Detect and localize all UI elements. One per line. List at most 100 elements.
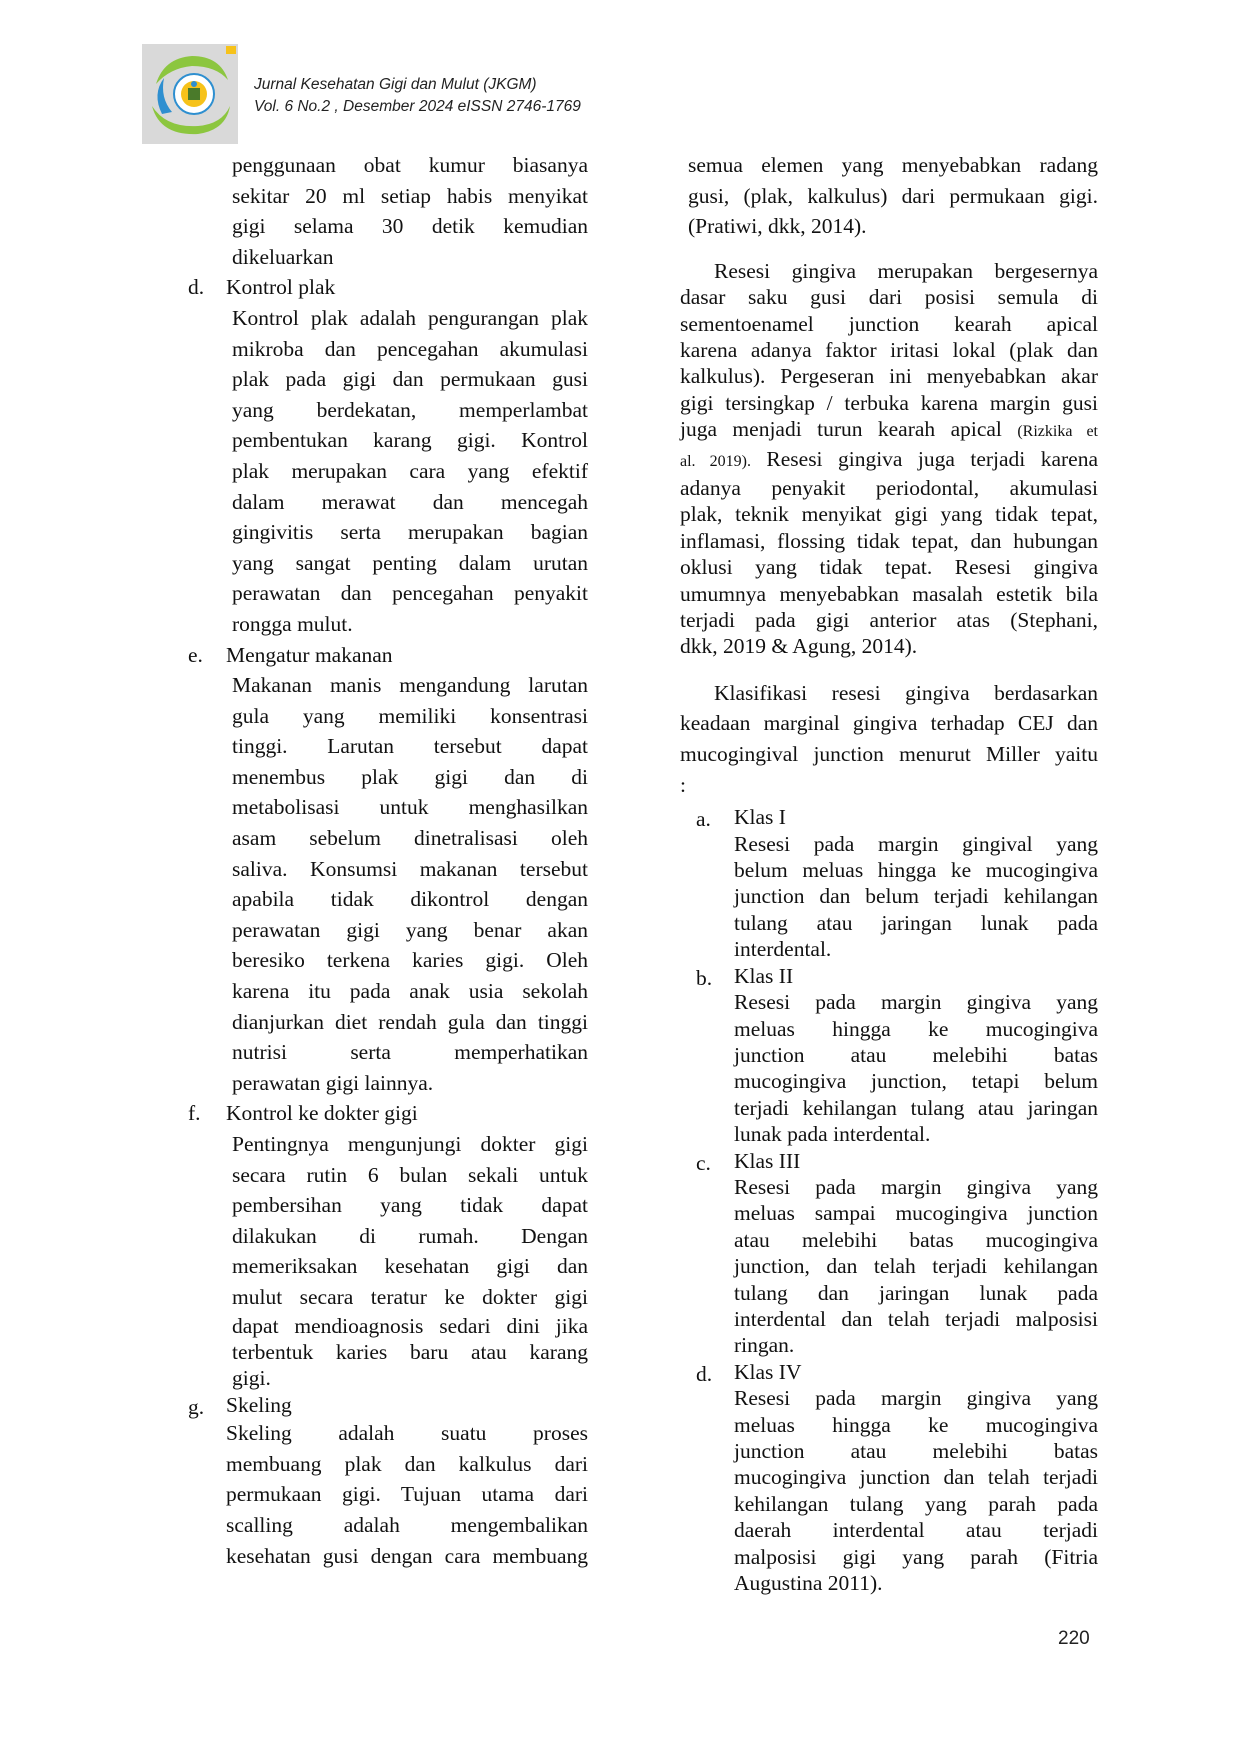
continued-text: penggunaan obat kumur biasanya sekitar 2… — [232, 150, 588, 272]
text-line: gingivitis serta merupakan bagian — [232, 520, 588, 545]
text-line: gula yang memiliki konsentrasi — [232, 703, 588, 728]
text-line: junction, dan telah terjadi kehilangan — [734, 1254, 1098, 1279]
list-marker: f. — [188, 1101, 201, 1126]
class-item-c: c. Klas III Resesi pada margin gingiva y… — [680, 1148, 1098, 1359]
text-line: gigi. — [232, 1366, 271, 1391]
text-line: karena adanya faktor iritasi lokal (plak… — [680, 338, 1098, 362]
text-line: Skeling adalah suatu proses — [226, 1421, 588, 1446]
text-line: kesehatan gusi dengan cara membuang — [226, 1543, 588, 1568]
text-line: terjadi kehilangan tulang atau jaringan — [734, 1095, 1098, 1120]
text-line: mucogingival junction menurut Miller yai… — [680, 742, 1098, 767]
text-line: mulut secara teratur ke dokter gigi — [232, 1284, 588, 1309]
class-item-a: a. Klas I Resesi pada margin gingival ya… — [680, 804, 1098, 962]
text-line: al. 2019). Resesi gingiva juga terjadi k… — [680, 446, 1098, 475]
text-line: memeriksakan kesehatan gigi dan — [232, 1254, 588, 1279]
text-line: rongga mulut. — [232, 611, 353, 636]
text-line: Kontrol plak adalah pengurangan plak — [232, 305, 588, 330]
text-line: gusi, (plak, kalkulus) dari permukaan gi… — [688, 183, 1098, 208]
text-line: daerah interdental atau terjadi — [734, 1518, 1098, 1543]
text-line: belum meluas hingga ke mucogingiva — [734, 858, 1098, 883]
text-line: junction atau melebihi batas — [734, 1439, 1098, 1463]
text-line: meluas hingga ke mucogingiva — [734, 1412, 1098, 1437]
text-line: perawatan dan pencegahan penyakit — [232, 581, 588, 606]
class-item-b: b. Klas II Resesi pada margin gingiva ya… — [680, 963, 1098, 1148]
text-line: plak pada gigi dan permukaan gusi — [232, 367, 588, 392]
text-line: oklusi yang tidak tepat. Resesi gingiva — [680, 555, 1098, 580]
text-line: scalling adalah mengembalikan — [226, 1512, 588, 1537]
text-line: sementoenamel junction kearah apical — [680, 311, 1098, 336]
text-line: malposisi gigi yang parah (Fitria — [734, 1544, 1098, 1569]
text-line: dikeluarkan — [232, 244, 334, 269]
list-item-body: Resesi pada margin gingival yang belum m… — [734, 831, 1098, 963]
text-line: Klasifikasi resesi gingiva berdasarkan — [714, 680, 1098, 705]
text-line: membuang plak dan kalkulus dari — [226, 1451, 588, 1476]
text-line: adanya penyakit periodontal, akumulasi — [680, 476, 1098, 501]
class-item-d: d. Klas IV Resesi pada margin gingiva ya… — [680, 1359, 1098, 1597]
text-line: tulang dan jaringan lunak pada — [734, 1280, 1098, 1305]
page-number: 220 — [1058, 1628, 1090, 1649]
text-line: Resesi pada margin gingival yang — [734, 831, 1098, 856]
text-line: permukaan gigi. Tujuan utama dari — [226, 1482, 588, 1507]
text-line: terbentuk karies baru atau karang — [232, 1339, 588, 1364]
list-marker: c. — [696, 1150, 711, 1175]
text-line: dapat mendioagnosis sedari dini jika — [232, 1313, 588, 1338]
text-line: pembentukan karang gigi. Kontrol — [232, 428, 588, 453]
text-line: Augustina 2011). — [734, 1571, 883, 1596]
list-marker: d. — [696, 1361, 713, 1386]
text-line: plak, teknik menyikat gigi yang tidak te… — [680, 502, 1098, 527]
text-line: mucogingiva junction dan telah terjadi — [734, 1465, 1098, 1490]
text-line: karena itu pada anak usia sekolah — [232, 979, 588, 1004]
paragraph-klasifikasi: Klasifikasi resesi gingiva berdasarkan k… — [680, 678, 1098, 800]
text-line: terjadi pada gigi anterior atas (Stephan… — [680, 608, 1098, 633]
citation: al. 2019). — [680, 452, 751, 470]
text-line: mikroba dan pencegahan akumulasi — [232, 336, 588, 361]
text-line: interdental dan telah terjadi malposisi — [734, 1306, 1098, 1331]
text-line: yang berdekatan, memperlambat — [232, 397, 588, 422]
text-line: Resesi pada margin gingiva yang — [734, 1386, 1098, 1411]
text-line: sekitar 20 ml setiap habis menyikat — [232, 183, 588, 208]
list-item-body: Pentingnya mengunjungi dokter gigi secar… — [232, 1129, 588, 1392]
list-marker: e. — [188, 642, 203, 667]
journal-volume: Vol. 6 No.2 , Desember 2024 eISSN 2746-1… — [254, 98, 581, 115]
list-item-body: Skeling adalah suatu proses membuang pla… — [226, 1418, 588, 1571]
continued-text: semua elemen yang menyebabkan radang gus… — [688, 150, 1098, 242]
text-line: perawatan gigi yang benar akan — [232, 917, 588, 942]
journal-logo-icon — [142, 44, 238, 144]
list-item-g: g. Skeling Skeling adalah suatu proses m… — [188, 1392, 588, 1571]
text-line: semua elemen yang menyebabkan radang — [688, 153, 1098, 177]
list-item-title: Kontrol plak — [226, 275, 336, 300]
list-item-title: Klas II — [734, 963, 794, 988]
text-line: menembus plak gigi dan di — [232, 764, 588, 789]
text-line: interdental. — [734, 937, 832, 962]
list-marker: d. — [188, 275, 205, 300]
text-line: junction atau melebihi batas — [734, 1042, 1098, 1067]
text-line: inflamasi, flossing tidak tepat, dan hub… — [680, 528, 1098, 553]
text-line: umumnya menyebabkan masalah estetik bila — [680, 581, 1098, 606]
text-line: asam sebelum dinetralisasi oleh — [232, 826, 588, 851]
text-line: tulang atau jaringan lunak pada — [734, 910, 1098, 935]
text-line: keadaan marginal gingiva terhadap CEJ da… — [680, 711, 1098, 736]
text-line: metabolisasi untuk menghasilkan — [232, 795, 588, 820]
text-line: dasar saku gusi dari posisi semula di — [680, 285, 1098, 310]
list-item-f: f. Kontrol ke dokter gigi Pentingnya men… — [188, 1098, 588, 1391]
list-item-title: Kontrol ke dokter gigi — [226, 1101, 418, 1126]
text-line: saliva. Konsumsi makanan tersebut — [232, 856, 588, 881]
text-line: Makanan manis mengandung larutan — [232, 673, 588, 698]
list-marker: a. — [696, 807, 711, 832]
list-item-title: Skeling — [226, 1392, 292, 1417]
text-line: junction dan belum terjadi kehilangan — [734, 884, 1098, 909]
text-line: perawatan gigi lainnya. — [232, 1070, 434, 1095]
text-line: secara rutin 6 bulan sekali untuk — [232, 1162, 588, 1187]
text-line: dkk, 2019 & Agung, 2014). — [680, 634, 918, 659]
right-column: semua elemen yang menyebabkan radang gus… — [680, 150, 1098, 1596]
paragraph-resesi: Resesi gingiva merupakan bergesernya das… — [680, 258, 1098, 660]
text-line: juga menjadi turun kearah apical (Rizkik… — [680, 416, 1098, 445]
text-line: dianjurkan diet rendah gula dan tinggi — [232, 1009, 588, 1034]
text-line: kalkulus). Pergeseran ini menyebabkan ak… — [680, 364, 1098, 389]
list-item-body: Resesi pada margin gingiva yang meluas h… — [734, 989, 1098, 1147]
text-line: tinggi. Larutan tersebut dapat — [232, 734, 588, 759]
text-line: apabila tidak dikontrol dengan — [232, 887, 588, 912]
journal-title: Jurnal Kesehatan Gigi dan Mulut (JKGM) — [254, 76, 537, 93]
text-line: pembersihan yang tidak dapat — [232, 1193, 588, 1218]
text-line: kehilangan tulang yang parah pada — [734, 1491, 1098, 1516]
